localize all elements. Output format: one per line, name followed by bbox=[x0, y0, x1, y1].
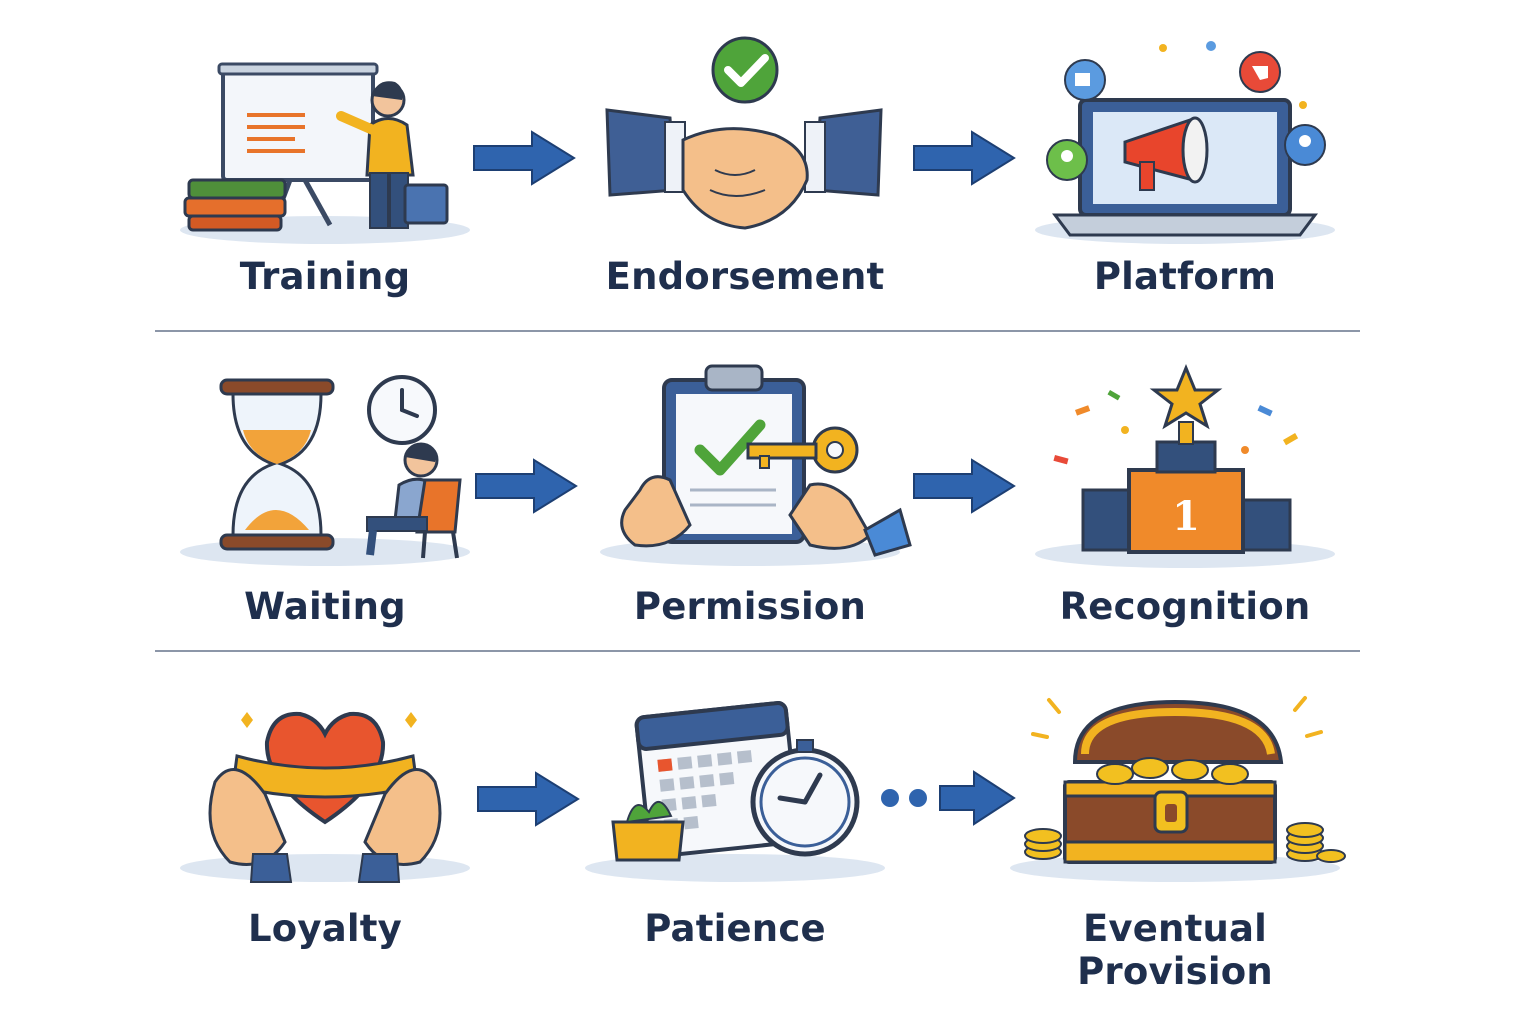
arrow-right-icon bbox=[475, 458, 578, 514]
step-label: Waiting bbox=[244, 585, 406, 628]
step-label: Platform bbox=[1093, 255, 1277, 298]
step-eventual-provision: Eventual Provision bbox=[1005, 652, 1346, 993]
heart-hands-icon bbox=[180, 711, 470, 883]
continuation-dots-icon bbox=[881, 789, 927, 807]
step-endorsement: Endorsement bbox=[575, 0, 915, 322]
step-platform: Platform bbox=[1015, 0, 1355, 322]
row-divider-2 bbox=[155, 650, 1360, 652]
arrow-right-icon bbox=[939, 770, 1016, 826]
presentation-board-icon bbox=[180, 62, 470, 244]
row-1: Training Endorsement bbox=[0, 0, 1536, 322]
calendar-stopwatch-icon bbox=[585, 701, 885, 882]
treasure-chest-icon bbox=[1010, 696, 1346, 882]
step-training: Training bbox=[155, 0, 495, 322]
step-label: Endorsement bbox=[605, 255, 885, 298]
hourglass-clock-icon bbox=[180, 375, 470, 566]
step-recognition: 1 Recognition bbox=[1015, 330, 1355, 652]
step-waiting: Waiting bbox=[155, 330, 495, 652]
step-label: Recognition bbox=[1059, 585, 1311, 628]
step-label: Loyalty bbox=[248, 907, 402, 950]
step-permission: Permission bbox=[580, 330, 920, 652]
step-label: Patience bbox=[644, 907, 826, 950]
clipboard-key-icon bbox=[600, 364, 912, 566]
arrow-right-icon bbox=[477, 771, 580, 827]
row-divider-1 bbox=[155, 330, 1360, 332]
laptop-megaphone-icon bbox=[1035, 41, 1335, 244]
step-label: Permission bbox=[633, 585, 867, 628]
row-3: Loyalty Patience bbox=[0, 652, 1536, 993]
row-2: Waiting Permission bbox=[0, 330, 1536, 652]
handshake-check-icon bbox=[605, 36, 883, 230]
svg-text:1: 1 bbox=[1172, 493, 1200, 540]
trophy-podium-icon: 1 bbox=[1035, 364, 1335, 568]
step-loyalty: Loyalty bbox=[155, 652, 495, 974]
step-label: Training bbox=[239, 255, 411, 298]
step-patience: Patience bbox=[565, 652, 905, 974]
arrow-right-icon bbox=[913, 458, 1016, 514]
arrow-right-icon bbox=[473, 130, 576, 186]
step-label: Eventual Provision bbox=[1077, 907, 1273, 993]
arrow-right-icon bbox=[913, 130, 1016, 186]
